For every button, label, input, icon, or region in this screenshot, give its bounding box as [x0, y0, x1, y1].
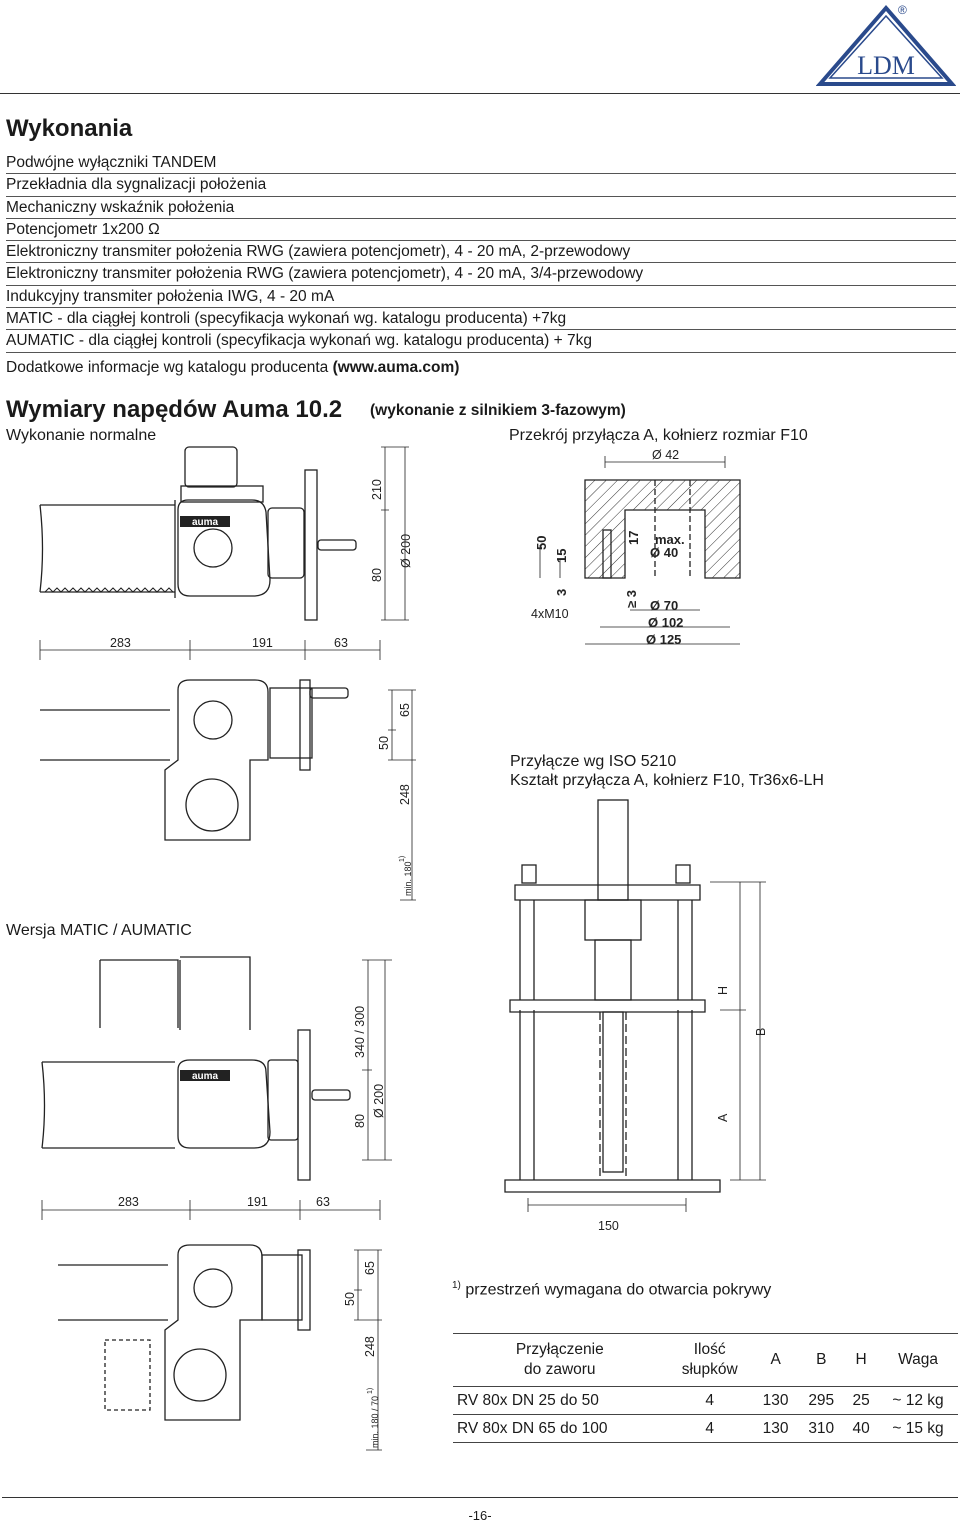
sec-d125: Ø 125 [646, 632, 681, 647]
sec-ge3: ≥ 3 [624, 590, 639, 608]
sec-max: max. [655, 532, 685, 547]
footnote: 1) przestrzeń wymagana do otwarcia pokry… [452, 1280, 771, 1299]
actuator-top-view: 65 50 248 min. 180 1) [40, 679, 416, 901]
section-label: Przekrój przyłącza A, kołnierz rozmiar F… [509, 427, 808, 444]
table-cell: RV 80x DN 25 do 50 [453, 1386, 667, 1415]
footer-rule [2, 1497, 958, 1498]
option-item: Elektroniczny transmiter położenia RWG (… [6, 263, 956, 286]
footnote-text: przestrzeń wymagana do otwarcia pokrywy [465, 1281, 772, 1299]
header-rule [0, 93, 960, 94]
table-row: RV 80x DN 25 do 50 4 130 295 25 ~ 12 kg [453, 1386, 958, 1415]
option-item: Potencjometr 1x200 Ω [6, 219, 956, 242]
option-item: Elektroniczny transmiter położenia RWG (… [6, 241, 956, 264]
frame-a: A [716, 1113, 730, 1122]
matic-top-view: 65 50 248 min. 180 / 70 1) [58, 1244, 382, 1451]
option-item: Przekładnia dla sygnalizacji położenia [6, 174, 956, 197]
dim-283-matic: 283 [118, 1195, 139, 1209]
dim-min180-70: min. 180 / 70 [370, 1396, 380, 1448]
dim-d200: Ø 200 [399, 534, 413, 568]
dim-d200-matic: Ø 200 [372, 1084, 386, 1118]
sec-50: 50 [534, 536, 549, 550]
normal-version-label: Wykonanie normalne [6, 427, 157, 444]
sec-4xm10: 4xM10 [531, 607, 569, 621]
option-item: AUMATIC - dla ciągłej kontroli (specyfik… [6, 330, 956, 353]
sec-d42: Ø 42 [652, 448, 679, 462]
col-h: H [844, 1333, 879, 1387]
dim-248-matic: 248 [363, 1336, 377, 1357]
dim-248: 248 [398, 784, 412, 805]
table-cell: ~ 15 kg [878, 1414, 958, 1443]
connection-line2: Kształt przyłącza A, kołnierz F10, Tr36x… [510, 772, 824, 789]
table-cell: 130 [752, 1386, 799, 1415]
auma-plate-1: auma [192, 517, 219, 528]
sec-d40: Ø 40 [650, 545, 678, 560]
table-cell: 130 [752, 1414, 799, 1443]
actuator-front-view: auma 210 80 Ø 200 283 191 63 [39, 446, 413, 660]
option-item: Podwójne wyłączniki TANDEM [6, 152, 956, 175]
connection-line1: Przyłącze wg ISO 5210 [510, 753, 677, 770]
dim-50: 50 [377, 736, 391, 750]
dim-210: 210 [370, 479, 384, 500]
manufacturer-link[interactable]: (www.auma.com) [332, 358, 460, 376]
table-cell: 40 [844, 1414, 879, 1443]
frame-b: B [754, 1028, 768, 1036]
sec-d102: Ø 102 [648, 615, 683, 630]
dim-65-matic: 65 [363, 1261, 377, 1275]
matic-version-label: Wersja MATIC / AUMATIC [6, 922, 192, 939]
dimensions-title: Wymiary napędów Auma 10.2 [6, 396, 343, 423]
sec-3: 3 [554, 589, 569, 596]
ldm-logo: LDM ® [816, 3, 956, 86]
dim-283: 283 [110, 636, 131, 650]
table-cell: 295 [798, 1386, 845, 1415]
matic-front-view: auma 340 / 300 80 Ø 200 283 191 63 [41, 956, 392, 1220]
dim-min180: min. 180 [403, 861, 413, 896]
dimensions-subtitle: (wykonanie z silnikiem 3-fazowym) [370, 402, 626, 419]
info-note-text: Dodatkowe informacje wg katalogu produce… [6, 358, 333, 376]
auma-plate-2: auma [192, 1071, 219, 1082]
dim-191: 191 [252, 636, 273, 650]
table-cell: RV 80x DN 65 do 100 [453, 1414, 667, 1443]
dim-63: 63 [334, 636, 348, 650]
dim-65: 65 [398, 703, 412, 717]
footnote-mark: 1) [452, 1280, 461, 1291]
stem-frame-view: H B A 150 [504, 799, 768, 1233]
sec-15: 15 [554, 549, 569, 563]
col-b: B [798, 1333, 845, 1387]
sec-17: 17 [626, 531, 641, 545]
coupling-section-view: Ø 42 50 15 3 17 max. Ø 40 ≥ 3 4xM10 Ø 70… [531, 448, 741, 647]
page-title: Wykonania [6, 115, 133, 142]
table-row: RV 80x DN 65 do 100 4 130 310 40 ~ 15 kg [453, 1414, 958, 1443]
table-cell: 4 [666, 1386, 753, 1415]
option-item: Mechaniczny wskaźnik położenia [6, 197, 956, 219]
dim-63-matic: 63 [316, 1195, 330, 1209]
dim-50-matic: 50 [343, 1292, 357, 1306]
sec-d70: Ø 70 [650, 598, 678, 613]
page-number: -16- [468, 1508, 492, 1523]
info-note: Dodatkowe informacje wg katalogu produce… [6, 353, 956, 379]
footnote-mark-2: 1) [367, 1388, 374, 1394]
option-item: Indukcyjny transmiter położenia IWG, 4 -… [6, 286, 956, 309]
dim-80: 80 [370, 568, 384, 582]
dim-340: 340 / 300 [353, 1006, 367, 1058]
frame-h: H [716, 986, 730, 995]
registered-mark: ® [898, 3, 907, 17]
logo-text: LDM [857, 51, 915, 80]
col-a: A [752, 1333, 799, 1387]
dim-80-matic: 80 [353, 1114, 367, 1128]
option-item: MATIC - dla ciągłej kontroli (specyfikac… [6, 308, 956, 331]
table-cell: 310 [798, 1414, 845, 1443]
table-cell: 25 [844, 1386, 879, 1415]
frame-150: 150 [598, 1219, 619, 1233]
col-weight: Waga [878, 1333, 958, 1387]
dim-191-matic: 191 [247, 1195, 268, 1209]
footnote-mark-1: 1) [399, 856, 406, 862]
options-list: Podwójne wyłączniki TANDEM Przekładnia d… [6, 152, 956, 379]
table-cell: ~ 12 kg [878, 1386, 958, 1415]
table-cell: 4 [666, 1414, 753, 1443]
